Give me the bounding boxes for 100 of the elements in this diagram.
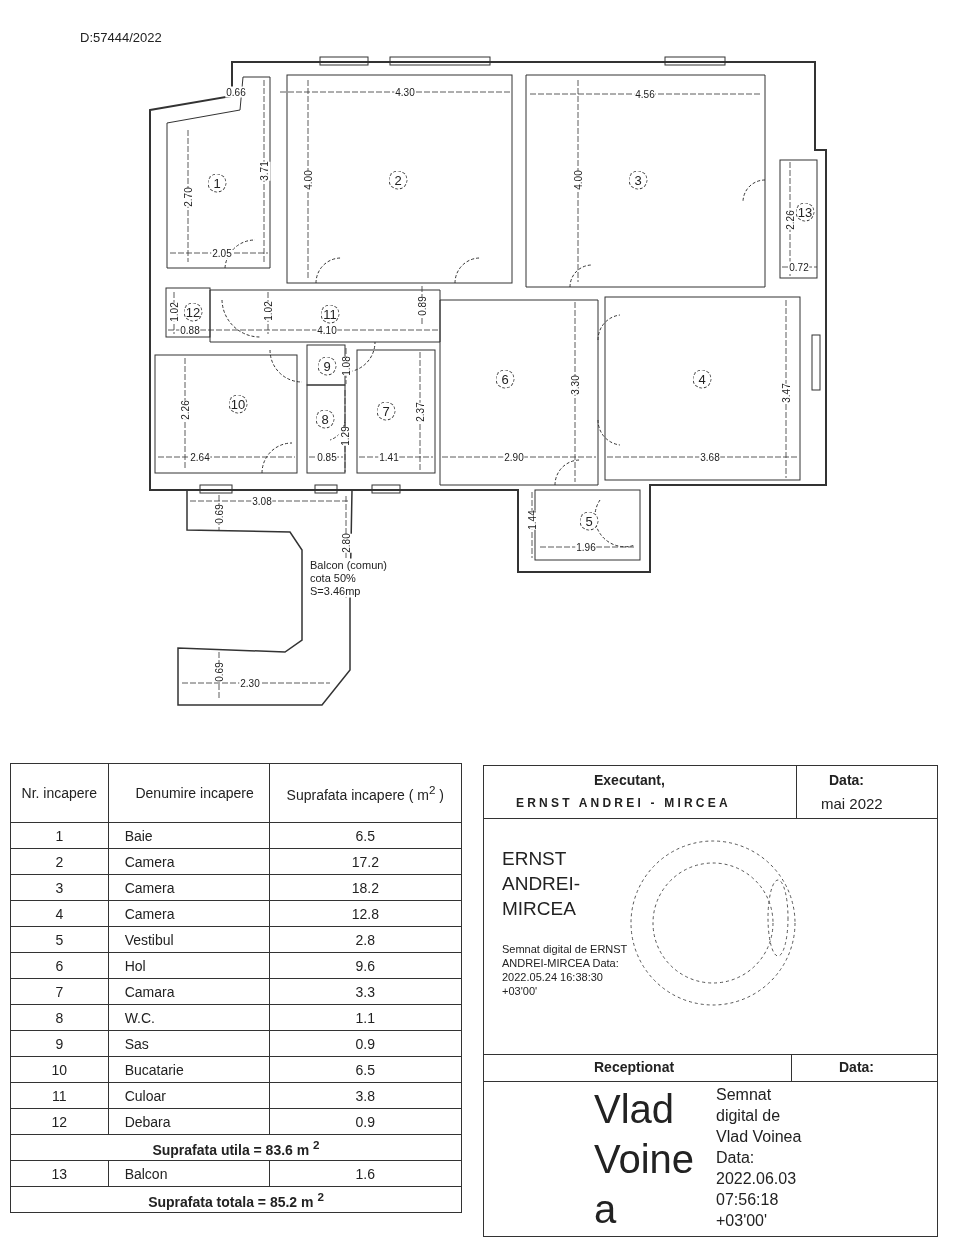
dimension-label: 1.02 bbox=[167, 302, 181, 322]
room-number: 10 bbox=[228, 394, 248, 414]
area-cell: 3.3 bbox=[269, 978, 462, 1005]
room-name-cell: Baie bbox=[108, 822, 270, 849]
area-cell: 12.8 bbox=[269, 900, 462, 927]
room-name-cell: W.C. bbox=[108, 1004, 270, 1031]
dimension-label: 0.88 bbox=[179, 324, 201, 336]
room-number: 11 bbox=[320, 304, 340, 324]
total-area-cell: Suprafata totala = 85.2 m $^{2}$ bbox=[10, 1186, 462, 1213]
area-cell: 0.9 bbox=[269, 1030, 462, 1057]
dimension-label: 2.26 bbox=[783, 210, 797, 230]
room-number-cell: 2 bbox=[10, 848, 109, 875]
dimension-label: 1.44 bbox=[525, 510, 539, 530]
dimension-label: 0.85 bbox=[316, 451, 338, 463]
area-cell: 2.8 bbox=[269, 926, 462, 953]
dimension-label: 2.37 bbox=[413, 402, 427, 422]
dimension-label: 3.30 bbox=[568, 375, 582, 395]
room-number: 6 bbox=[495, 369, 515, 389]
room-name-cell: Hol bbox=[108, 952, 270, 979]
dimension-label: 2.05 bbox=[211, 247, 233, 259]
dimension-label: 4.10 bbox=[316, 324, 338, 336]
room-number-cell: 1 bbox=[10, 822, 109, 849]
dimension-label: 1.08 bbox=[339, 356, 353, 376]
dimension-label: 2.70 bbox=[181, 187, 195, 207]
room-number-cell: 11 bbox=[10, 1082, 109, 1109]
room-name-cell: Balcon bbox=[108, 1160, 270, 1187]
received-heading: Receptionat bbox=[594, 1059, 675, 1075]
room-number: 3 bbox=[628, 170, 648, 190]
area-cell: 3.8 bbox=[269, 1082, 462, 1109]
dimension-label: 4.00 bbox=[301, 170, 315, 190]
room-name-cell: Camera bbox=[108, 848, 270, 875]
signature-name: Vlad Voine a bbox=[594, 1086, 696, 1233]
room-name-cell: Bucatarie bbox=[108, 1056, 270, 1083]
room-number-cell: 8 bbox=[10, 1004, 109, 1031]
room-number: 8 bbox=[315, 409, 335, 429]
dimension-label: 0.69 bbox=[212, 504, 226, 524]
dimension-label: 0.69 bbox=[212, 662, 226, 682]
dimension-label: 1.02 bbox=[261, 301, 275, 321]
date-value: mai 2022 bbox=[821, 795, 883, 812]
room-number: 4 bbox=[692, 369, 712, 389]
dimension-label: 2.30 bbox=[239, 677, 261, 689]
dimension-label: 2.90 bbox=[503, 451, 525, 463]
executant-name: ERNST ANDREI - MIRCEA bbox=[516, 796, 731, 810]
area-cell: 6.5 bbox=[269, 822, 462, 849]
room-number-cell: 12 bbox=[10, 1108, 109, 1135]
dimension-label: 2.80 bbox=[339, 533, 353, 553]
room-number: 2 bbox=[388, 170, 408, 190]
area-cell: 18.2 bbox=[269, 874, 462, 901]
room-name-cell: Sas bbox=[108, 1030, 270, 1057]
room-number-cell: 4 bbox=[10, 900, 109, 927]
dimension-label: 4.30 bbox=[394, 86, 416, 98]
room-number-cell: 5 bbox=[10, 926, 109, 953]
room-number: 9 bbox=[317, 356, 337, 376]
digital-signature-text: Semnat digital de ERNST ANDREI-MIRCEA Data: 2022.05.24 16:38:30 +03'00' bbox=[502, 942, 629, 998]
room-number-cell: 9 bbox=[10, 1030, 109, 1057]
executant-heading: Executant, bbox=[594, 772, 665, 788]
room-number-cell: 6 bbox=[10, 952, 109, 979]
room-number: 7 bbox=[376, 401, 396, 421]
dimension-label: 3.71 bbox=[257, 161, 271, 181]
area-cell: 0.9 bbox=[269, 1108, 462, 1135]
area-cell: 1.6 bbox=[269, 1160, 462, 1187]
dimension-label: 1.96 bbox=[575, 541, 597, 553]
signer-name: ERNST ANDREI- MIRCEA bbox=[502, 847, 582, 921]
room-name-cell: Camera bbox=[108, 900, 270, 927]
room-name-cell: Camara bbox=[108, 978, 270, 1005]
digital-signature-text: Semnat digital de Vlad Voinea Data: 2022.06.03 07:56:18 +03'00' bbox=[716, 1085, 803, 1231]
area-cell: 17.2 bbox=[269, 848, 462, 875]
column-header: Denumire incapere bbox=[108, 763, 270, 823]
column-header: Nr. incapere bbox=[10, 763, 109, 823]
dimension-label: 3.47 bbox=[779, 383, 793, 403]
column-header: Suprafata incapere ( m$^{2}$ ) bbox=[269, 763, 462, 823]
room-number-cell: 13 bbox=[10, 1160, 109, 1187]
area-cell: 6.5 bbox=[269, 1056, 462, 1083]
dimension-label: 3.08 bbox=[251, 495, 273, 507]
dimension-label: 4.56 bbox=[634, 88, 656, 100]
dimension-label: 3.68 bbox=[699, 451, 721, 463]
dimension-label: 0.72 bbox=[788, 261, 810, 273]
dimension-label: 1.41 bbox=[378, 451, 400, 463]
room-number-cell: 3 bbox=[10, 874, 109, 901]
room-number: 5 bbox=[579, 511, 599, 531]
room-number-cell: 10 bbox=[10, 1056, 109, 1083]
room-number: 12 bbox=[183, 302, 203, 322]
area-cell: 9.6 bbox=[269, 952, 462, 979]
room-name-cell: Culoar bbox=[108, 1082, 270, 1109]
dimension-label: 0.66 bbox=[225, 86, 247, 98]
room-name-cell: Camera bbox=[108, 874, 270, 901]
dimension-label: 2.64 bbox=[189, 451, 211, 463]
dimension-label: 2.26 bbox=[178, 400, 192, 420]
dimension-label: 4.00 bbox=[571, 170, 585, 190]
area-cell: 1.1 bbox=[269, 1004, 462, 1031]
dimension-label: 1.29 bbox=[338, 426, 352, 446]
total-area-cell: Suprafata utila = 83.6 m $^{2}$ bbox=[10, 1134, 462, 1161]
room-number: 13 bbox=[795, 202, 815, 222]
dimension-label: 0.89 bbox=[415, 296, 429, 316]
room-name-cell: Debara bbox=[108, 1108, 270, 1135]
date-heading: Data: bbox=[829, 772, 864, 788]
room-number-cell: 7 bbox=[10, 978, 109, 1005]
document-number: D:57444/2022 bbox=[80, 30, 162, 45]
date-heading: Data: bbox=[839, 1059, 874, 1075]
room-number: 1 bbox=[207, 173, 227, 193]
